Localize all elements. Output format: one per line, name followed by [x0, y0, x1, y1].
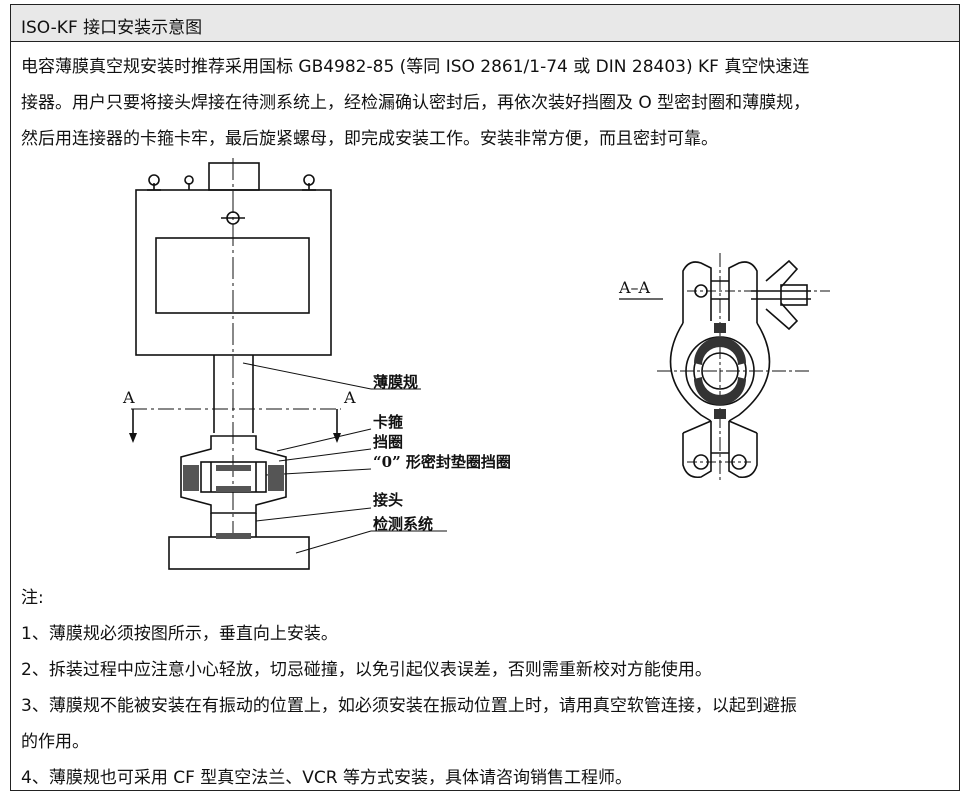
- note-item: 4、薄膜规也可采用 CF 型真空法兰、VCR 等方式安装，具体请咨询销售工程师。: [21, 768, 632, 788]
- section-letter-left: A: [122, 388, 135, 407]
- lug-icon: [147, 174, 161, 191]
- label-oring: “0” 形密封垫圈挡圈: [373, 453, 511, 471]
- page-title: ISO-KF 接口安装示意图: [21, 18, 203, 38]
- note-item: 的作用。: [21, 732, 89, 752]
- label-ring: 挡圈: [373, 433, 403, 451]
- document-frame: ISO-KF 接口安装示意图 电容薄膜真空规安装时推荐采用国标 GB4982-8…: [10, 4, 960, 791]
- section-title: A–A: [618, 278, 651, 297]
- header-bar: ISO-KF 接口安装示意图: [11, 5, 959, 42]
- installation-diagram: A A 薄膜规 卡箍 挡圈 “0” 形密封垫圈挡圈 接头 检测系统 A–A: [122, 158, 831, 570]
- label-joint: 接头: [373, 491, 403, 509]
- section-letter-right: A: [343, 388, 356, 407]
- test-system-base: [168, 536, 310, 570]
- note-item: 2、拆装过程中应注意小心轻放，切忌碰撞，以免引起仪表误差，否则需重新校对方能使用…: [21, 660, 712, 680]
- intro-line: 电容薄膜真空规安装时推荐采用国标 GB4982-85 (等同 ISO 2861/…: [21, 57, 810, 77]
- notes-section: 注: 1、薄膜规必须按图所示，垂直向上安装。 2、拆装过程中应注意小心轻放，切忌…: [21, 580, 951, 796]
- label-clamp: 卡箍: [373, 413, 403, 431]
- intro-paragraph: 电容薄膜真空规安装时推荐采用国标 GB4982-85 (等同 ISO 2861/…: [21, 49, 951, 157]
- clamp-shape: [180, 435, 287, 514]
- intro-line: 然后用连接器的卡箍卡牢，最后旋紧螺母，即完成安装工作。安装非常方便，而且密封可靠…: [21, 129, 718, 149]
- lug-icon: [184, 175, 194, 190]
- lug-icon: [302, 174, 316, 191]
- intro-line: 接器。用户只要将接头焊接在待测系统上，经检漏确认密封后，再依次装好挡圈及 O 型…: [21, 93, 811, 113]
- gauge-top-connector: [208, 162, 260, 191]
- label-system: 检测系统: [373, 515, 433, 533]
- note-item: 3、薄膜规不能被安装在有振动的位置上，如必须安装在振动位置上时，请用真空软管连接…: [21, 696, 797, 716]
- clamp-section-view: [657, 253, 831, 483]
- label-gauge: 薄膜规: [373, 373, 418, 391]
- notes-heading: 注:: [21, 588, 44, 608]
- note-item: 1、薄膜规必须按图所示，垂直向上安装。: [21, 624, 338, 644]
